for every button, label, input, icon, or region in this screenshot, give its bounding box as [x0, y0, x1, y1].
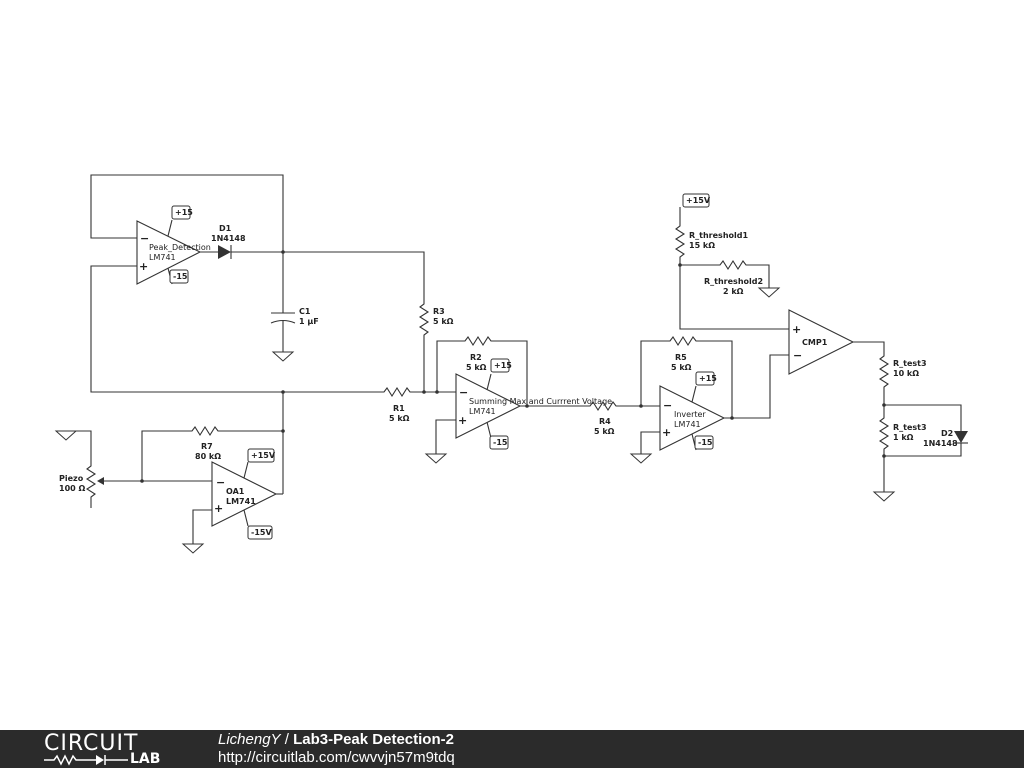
peak-opamp-name: Peak_Detection — [149, 243, 211, 252]
resistor-r4[interactable]: R4 5 kΩ — [586, 400, 660, 436]
circuit-title[interactable]: Lab3-Peak Detection-2 — [293, 731, 454, 748]
svg-text:−: − — [663, 399, 672, 412]
resistor-r5[interactable]: R5 5 kΩ — [666, 335, 733, 418]
svg-text:+: + — [792, 323, 801, 336]
svg-text:LM741: LM741 — [226, 497, 256, 506]
svg-text:D1: D1 — [219, 224, 232, 233]
resistor-r2[interactable]: R2 5 kΩ — [461, 335, 528, 406]
resistor-r3[interactable]: R3 5 kΩ — [418, 300, 454, 392]
title-separator: / — [280, 731, 294, 748]
capacitor-c1[interactable]: C1 1 μF — [270, 252, 319, 362]
svg-text:-15: -15 — [493, 438, 508, 447]
svg-text:R3: R3 — [433, 307, 445, 316]
svg-text:1N4148: 1N4148 — [923, 439, 958, 448]
svg-text:1N4148: 1N4148 — [211, 234, 246, 243]
peak-opamp-model: LM741 — [149, 253, 176, 262]
inverter-vpos-tag: +15 — [695, 371, 717, 386]
svg-text:100 Ω: 100 Ω — [59, 484, 85, 493]
piezo-potentiometer[interactable]: Piezo 100 Ω — [54, 430, 142, 508]
svg-text:R_threshold1: R_threshold1 — [689, 231, 748, 240]
svg-text:+15: +15 — [175, 208, 193, 217]
svg-text:R_test3: R_test3 — [893, 359, 927, 368]
opamp-oa1[interactable]: − + OA1 LM741 +15V -15V — [211, 448, 278, 540]
summing-opamp[interactable]: − + Summing Max and Currrent Voltage LM7… — [455, 358, 612, 450]
svg-text:-15V: -15V — [251, 528, 272, 537]
svg-text:+15: +15 — [699, 374, 717, 383]
inverter-vneg-tag: -15 — [694, 435, 714, 450]
svg-text:R5: R5 — [675, 353, 687, 362]
diode-d1[interactable]: D1 1N4148 — [200, 224, 283, 259]
svg-text:+: + — [214, 502, 223, 515]
svg-text:R_test3: R_test3 — [893, 423, 927, 432]
svg-text:R4: R4 — [599, 417, 611, 426]
svg-text:R7: R7 — [201, 442, 213, 451]
threshold-supply-tag: +15V — [682, 193, 711, 208]
svg-text:+15: +15 — [494, 361, 512, 370]
resistor-r-threshold2[interactable]: R_threshold2 2 kΩ — [704, 259, 781, 298]
svg-text:−: − — [140, 232, 149, 245]
svg-text:+15V: +15V — [686, 196, 711, 205]
svg-text:5 kΩ: 5 kΩ — [433, 317, 454, 326]
circuitlab-logo[interactable]: CIRCUIT LAB — [44, 731, 179, 767]
resistor-r1[interactable]: R1 5 kΩ — [380, 386, 424, 423]
resistor-r-test3-10k[interactable]: R_test3 10 kΩ — [878, 352, 927, 416]
svg-text:-15: -15 — [698, 438, 713, 447]
footer-bar: CIRCUIT LAB LichengY / Lab3-Peak Detecti… — [0, 730, 1024, 768]
svg-text:5 kΩ: 5 kΩ — [671, 363, 692, 372]
svg-text:+: + — [139, 260, 148, 273]
svg-text:R_threshold2: R_threshold2 — [704, 277, 763, 286]
svg-text:15 kΩ: 15 kΩ — [689, 241, 715, 250]
svg-text:+: + — [662, 426, 671, 439]
oa1-vpos-tag: +15V — [247, 448, 276, 463]
circuit-url-link[interactable]: http://circuitlab.com/cwvvjn57m9tdq — [218, 749, 455, 766]
svg-text:+: + — [458, 414, 467, 427]
svg-text:1 μF: 1 μF — [299, 317, 319, 326]
svg-text:R2: R2 — [470, 353, 482, 362]
svg-text:5 kΩ: 5 kΩ — [466, 363, 487, 372]
svg-text:10 kΩ: 10 kΩ — [893, 369, 919, 378]
logo-circuit-text: CIRCUIT — [44, 731, 139, 756]
svg-text:−: − — [793, 349, 802, 362]
svg-text:D2: D2 — [941, 429, 953, 438]
circuit-schematic: − + Peak_Detection LM741 +15 -15 D1 1N41… — [54, 174, 968, 554]
svg-text:80 kΩ: 80 kΩ — [195, 452, 221, 461]
logo-lab-text: LAB — [130, 751, 161, 767]
svg-text:−: − — [216, 476, 225, 489]
resistor-r-test3-1k[interactable]: R_test3 1 kΩ — [878, 416, 927, 492]
comparator-cmp1[interactable]: + − CMP1 — [788, 309, 855, 375]
resistor-r-threshold1[interactable]: R_threshold1 15 kΩ — [674, 222, 789, 330]
peak-detection-opamp[interactable]: − + Peak_Detection LM741 +15 -15 — [136, 205, 211, 285]
logo-waveform-icon — [44, 754, 128, 766]
svg-text:CMP1: CMP1 — [802, 338, 828, 347]
summing-vneg-tag: -15 — [489, 435, 509, 450]
summing-opamp-name: Summing Max and Currrent Voltage — [469, 397, 612, 406]
svg-text:Piezo: Piezo — [59, 474, 84, 483]
summing-vpos-tag: +15 — [490, 358, 512, 373]
svg-text:R1: R1 — [393, 404, 405, 413]
svg-text:C1: C1 — [299, 307, 311, 316]
svg-text:5 kΩ: 5 kΩ — [594, 427, 615, 436]
inverter-opamp-model: LM741 — [674, 420, 701, 429]
svg-text:+15V: +15V — [251, 451, 276, 460]
author-link[interactable]: LichengY — [218, 731, 281, 748]
svg-text:-15: -15 — [173, 272, 188, 281]
svg-text:2 kΩ: 2 kΩ — [723, 287, 744, 296]
svg-text:5 kΩ: 5 kΩ — [389, 414, 410, 423]
peak-vneg-tag: -15 — [169, 269, 189, 284]
diode-d2[interactable]: D2 1N4148 — [884, 429, 968, 457]
svg-text:OA1: OA1 — [226, 487, 245, 496]
inverter-opamp[interactable]: − + Inverter LM741 +15 -15 — [659, 371, 726, 451]
svg-text:1 kΩ: 1 kΩ — [893, 433, 914, 442]
inverter-opamp-name: Inverter — [674, 410, 706, 419]
resistor-r7[interactable]: R7 80 kΩ — [141, 425, 222, 481]
circuit-title-line: LichengY / Lab3-Peak Detection-2 — [218, 731, 454, 748]
svg-text:−: − — [459, 386, 468, 399]
oa1-vneg-tag: -15V — [247, 525, 273, 540]
peak-vpos-tag: +15 — [171, 205, 193, 220]
summing-opamp-model: LM741 — [469, 407, 496, 416]
